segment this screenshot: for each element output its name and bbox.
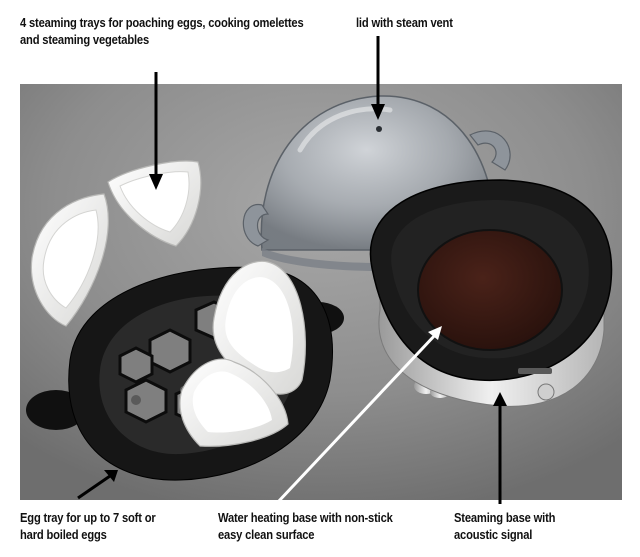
- caption-egg-tray: Egg tray for up to 7 soft or hard boiled…: [20, 509, 156, 543]
- steaming-tray-wedge: [179, 358, 289, 447]
- caption-lid-line1: lid with steam vent: [356, 15, 453, 30]
- caption-steaming-base: Steaming base with acoustic signal: [454, 509, 555, 543]
- caption-steaming-base-line2: acoustic signal: [454, 527, 533, 542]
- caption-egg-tray-line1: Egg tray for up to 7 soft or: [20, 510, 156, 525]
- steaming-tray-left: [30, 193, 109, 327]
- caption-water-heating-base: Water heating base with non-stick easy c…: [218, 509, 393, 543]
- caption-water-heating-base-line2: easy clean surface: [218, 527, 315, 542]
- caption-steaming-base-line1: Steaming base with: [454, 510, 556, 525]
- caption-lid: lid with steam vent: [356, 14, 453, 31]
- steam-vent: [376, 126, 382, 132]
- brand-label: [518, 368, 552, 374]
- caption-egg-tray-line2: hard boiled eggs: [20, 527, 107, 542]
- caption-steaming-trays: 4 steaming trays for poaching eggs, cook…: [20, 14, 304, 48]
- caption-steaming-trays-line2: and steaming vegetables: [20, 32, 150, 47]
- steaming-base: [369, 179, 613, 407]
- control-knob: [537, 383, 555, 401]
- caption-steaming-trays-line1: 4 steaming trays for poaching eggs, cook…: [20, 15, 304, 30]
- pointer-arrows: [77, 36, 507, 504]
- caption-water-heating-base-line1: Water heating base with non-stick: [218, 510, 393, 525]
- steaming-tray-on-rack: [212, 260, 307, 395]
- heating-plate: [417, 229, 563, 351]
